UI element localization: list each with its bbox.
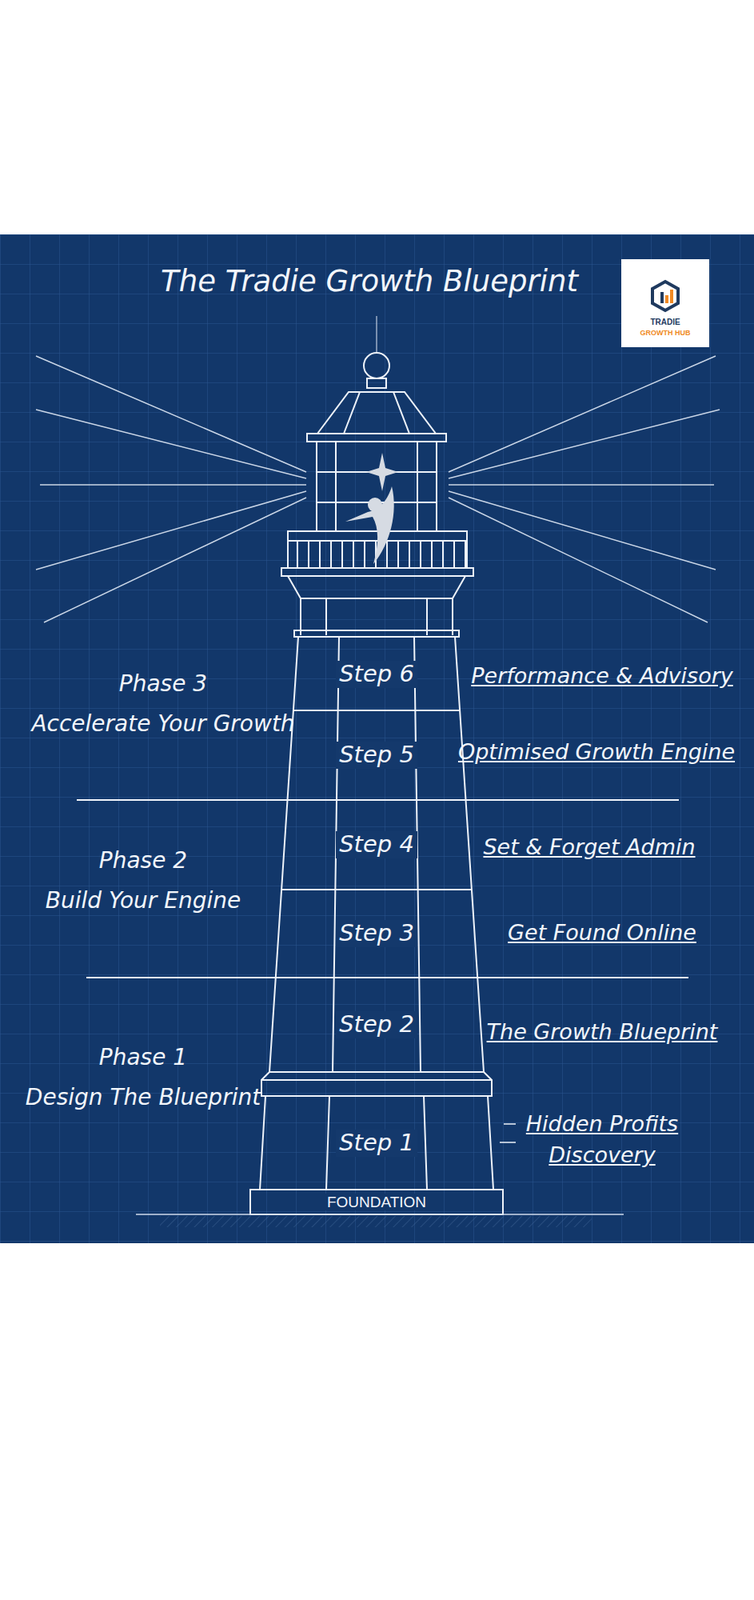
- step-label: FOUNDATION: [323, 1192, 430, 1211]
- step-label: Step 2: [335, 1010, 418, 1038]
- phase-label: Accelerate Your Growth: [31, 710, 295, 738]
- step-title: Optimised Growth Engine: [458, 738, 735, 765]
- step-title: The Growth Blueprint: [486, 1018, 719, 1045]
- step-title: Set & Forget Admin: [482, 833, 695, 860]
- phase-label: Phase 2: [99, 846, 188, 874]
- phase-label: Phase 3: [119, 670, 208, 698]
- tower-step-band: Step 3: [326, 892, 427, 974]
- phase-label: Phase 1: [99, 1043, 188, 1071]
- tower-step-band: Step 6: [332, 639, 421, 709]
- tower-step-band: Step 5: [332, 713, 421, 797]
- phase-label: Design The Blueprint: [25, 1083, 261, 1111]
- phase-label: Build Your Engine: [45, 886, 241, 914]
- logo-text: GROWTH HUB: [640, 328, 691, 338]
- step-title: Get Found Online: [507, 919, 697, 946]
- step-label: Step 5: [335, 741, 418, 768]
- step-label: Step 3: [335, 919, 418, 946]
- logo-text: TRADIE: [650, 317, 680, 328]
- step-title: Performance & Advisory: [470, 662, 734, 689]
- diagram-title: The Tradie Growth Blueprint: [160, 263, 579, 300]
- step-title: Hidden Profits Discovery: [514, 1107, 691, 1170]
- tower-step-band: Step 4: [329, 802, 424, 886]
- foundation-band: FOUNDATION: [254, 1190, 499, 1213]
- tower-step-band: Step 1: [319, 1098, 434, 1187]
- step-label: Step 4: [335, 830, 418, 858]
- tower-step-band: Step 2: [323, 980, 431, 1069]
- step-label: Step 6: [335, 660, 418, 687]
- step-label: Step 1: [335, 1129, 418, 1156]
